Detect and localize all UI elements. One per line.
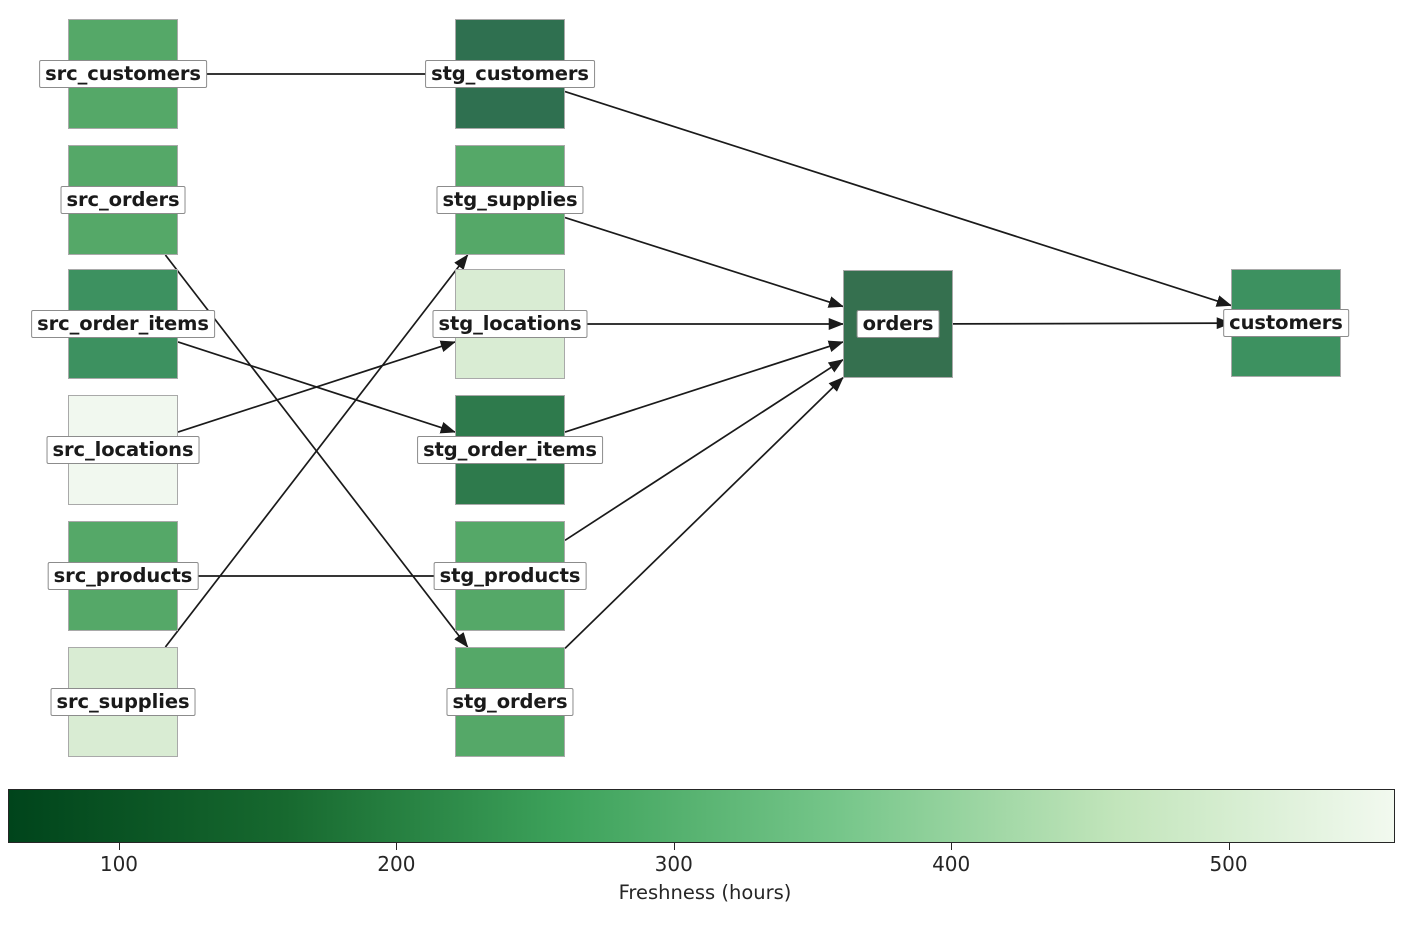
colorbar: 100 200 300 400 500 Freshness (hours) [0, 780, 1410, 926]
colorbar-tick-label: 100 [99, 852, 139, 876]
node-label-src_order_items: src_order_items [31, 309, 215, 339]
node-label-stg_order_items: stg_order_items [417, 435, 603, 465]
node-label-stg_locations: stg_locations [432, 309, 588, 339]
colorbar-label: Freshness (hours) [618, 881, 792, 904]
colorbar-tick [1228, 843, 1230, 850]
node-label-stg_orders: stg_orders [446, 687, 574, 717]
colorbar-tick-label: 300 [654, 852, 693, 876]
edge-src_supplies-to-stg_supplies [164, 254, 469, 648]
colorbar-tick [396, 843, 398, 850]
edge-layer [164, 73, 1233, 650]
colorbar-tick [673, 843, 675, 850]
colorbar-gradient [8, 789, 1395, 843]
colorbar-tick-label: 200 [377, 852, 416, 876]
node-label-stg_customers: stg_customers [425, 59, 595, 89]
colorbar-tick [118, 843, 120, 850]
node-label-customers: customers [1223, 308, 1349, 338]
edge-stg_orders-to-orders [564, 376, 844, 650]
edge-src_locations-to-stg_locations [177, 340, 456, 433]
node-label-src_locations: src_locations [46, 435, 200, 465]
node-label-stg_supplies: stg_supplies [436, 185, 584, 215]
edge-stg_products-to-orders [564, 358, 844, 542]
colorbar-tick [951, 843, 953, 850]
node-label-orders: orders [856, 309, 940, 339]
edge-orders-to-customers [952, 317, 1233, 330]
edge-stg_supplies-to-orders [564, 216, 844, 308]
colorbar-tick-label: 400 [932, 852, 971, 876]
node-label-src_orders: src_orders [60, 185, 186, 215]
node-label-src_customers: src_customers [39, 59, 207, 89]
node-label-src_supplies: src_supplies [50, 687, 196, 717]
node-label-stg_products: stg_products [433, 561, 587, 591]
edge-stg_order_items-to-orders [564, 340, 844, 433]
edge-stg_customers-to-customers [564, 90, 1232, 307]
colorbar-tick-label: 500 [1209, 852, 1248, 876]
node-label-src_products: src_products [47, 561, 199, 591]
